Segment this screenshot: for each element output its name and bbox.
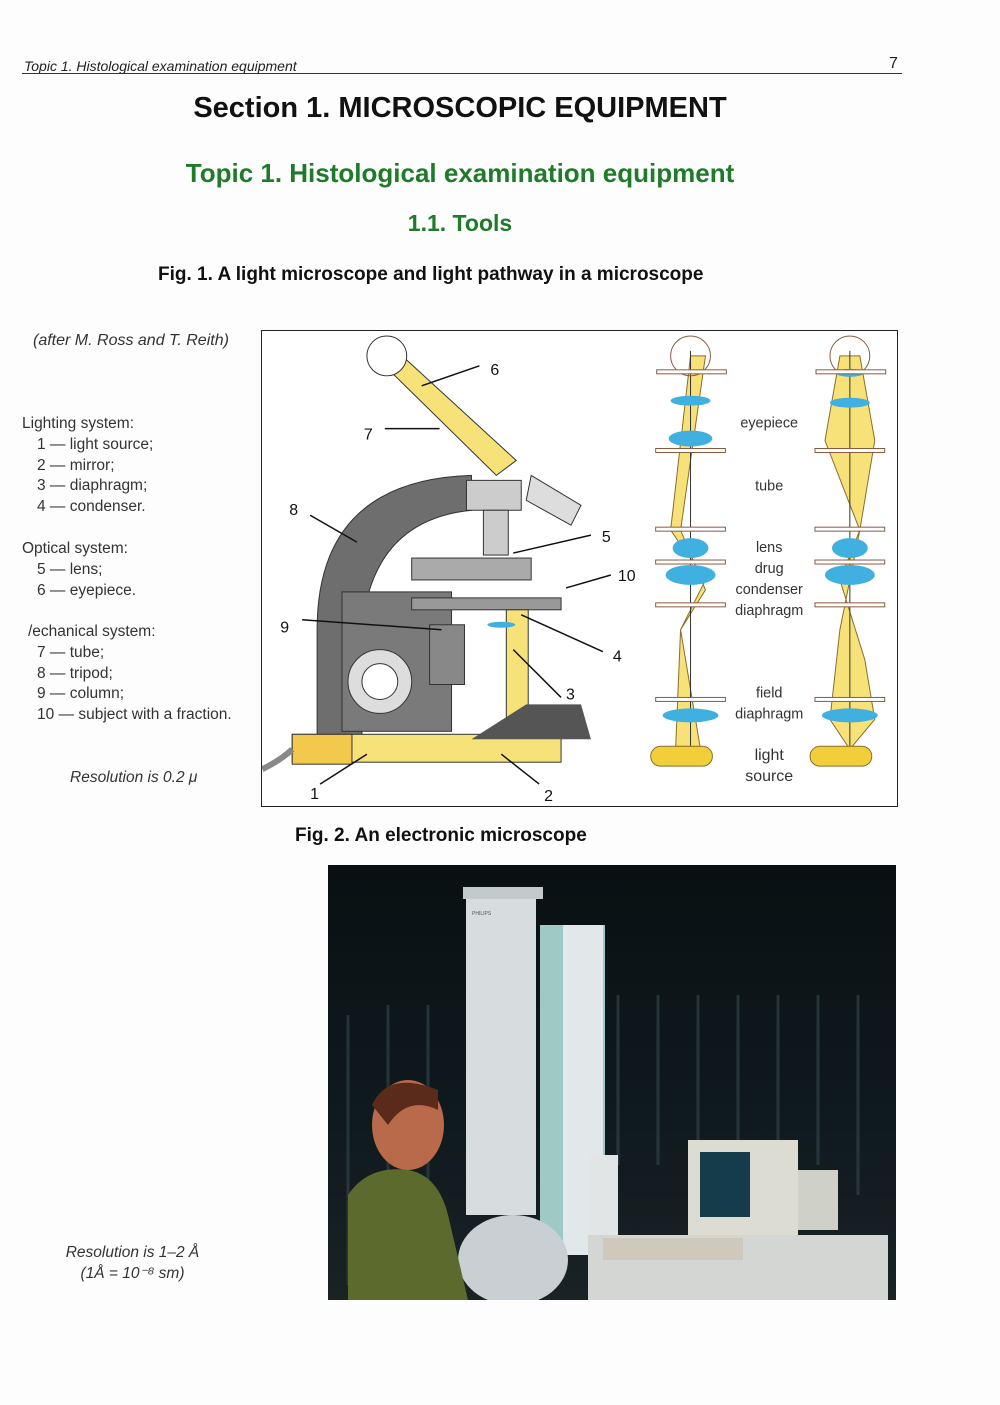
topic-title: Topic 1. Histological examination equipm… xyxy=(185,158,735,188)
label-light: light xyxy=(755,747,785,764)
legend-item: 9 — column; xyxy=(37,685,125,703)
legend-item: 7 — tube; xyxy=(37,643,105,661)
label-source: source xyxy=(745,768,793,785)
light-microscope-figure: 1 2 3 4 5 6 7 8 9 10 eyepi xyxy=(261,330,898,807)
callout-9: 9 xyxy=(280,620,289,637)
pathway-labels: eyepiece tube lens drug condenser diaphr… xyxy=(735,416,803,786)
callout-3: 3 xyxy=(566,686,575,703)
group-title: Lighting system: xyxy=(22,415,134,432)
label-lens: lens xyxy=(756,540,782,556)
group-title: Optical system: xyxy=(22,540,128,557)
callout-8: 8 xyxy=(289,502,298,519)
fig2-resolution: Resolution is 1–2 Å (1Å = 10⁻⁸ sm) xyxy=(0,1243,265,1285)
legend-item: 8 — tripod; xyxy=(37,664,113,682)
label-condenser: condenser xyxy=(736,582,804,598)
fig1-credit: (after M. Ross and T. Reith) xyxy=(33,332,229,349)
legend-item: 5 — lens; xyxy=(37,560,103,578)
header-rule xyxy=(22,73,902,74)
callout-numbers: 1 2 3 4 5 6 7 8 9 10 xyxy=(280,362,635,805)
microscope-drawing xyxy=(262,335,591,772)
callout-1: 1 xyxy=(310,786,319,803)
legend-mechanical: /echanical system: 7 — tube; 8 — tripod;… xyxy=(28,622,232,726)
label-diaphragm: diaphragm xyxy=(735,603,803,619)
section-title: Section 1. MICROSCOPIC EQUIPMENT xyxy=(193,92,727,124)
legend-optical: Optical system: 5 — lens; 6 — eyepiece. xyxy=(22,539,136,601)
label-field: field xyxy=(756,685,782,701)
legend-item: 3 — diaphragm; xyxy=(37,477,148,495)
fig1-resolution: Resolution is 0.2 μ xyxy=(70,769,198,786)
label-drug: drug xyxy=(755,561,784,577)
label-field-diaphragm: diaphragm xyxy=(735,706,803,722)
fig2-caption: Fig. 2. An electronic microscope xyxy=(295,825,587,846)
label-tube: tube xyxy=(755,478,783,494)
callout-10: 10 xyxy=(618,568,636,585)
legend-item: 10 — subject with a fraction. xyxy=(37,706,232,724)
callout-lines xyxy=(302,365,612,785)
callout-2: 2 xyxy=(544,788,553,805)
legend-lighting: Lighting system: 1 — light source; 2 — m… xyxy=(22,414,153,518)
philips-logo: PHILIPS xyxy=(472,911,492,917)
resolution-line: Resolution is 1–2 Å xyxy=(65,1244,200,1261)
resolution-unit: (1Å = 10⁻⁸ sm) xyxy=(80,1264,185,1282)
legend-item: 1 — light source; xyxy=(37,435,154,453)
legend-item: 6 — eyepiece. xyxy=(37,581,137,599)
light-pathway-left xyxy=(650,335,727,767)
legend-item: 4 — condenser. xyxy=(37,498,146,516)
page-number: 7 xyxy=(889,55,898,72)
photo-illustration: PHILIPS xyxy=(346,887,888,1305)
subsection-title: 1.1. Tools xyxy=(407,210,513,236)
group-title: /echanical system: xyxy=(28,623,156,640)
label-eyepiece: eyepiece xyxy=(740,416,798,432)
callout-5: 5 xyxy=(602,529,611,546)
callout-4: 4 xyxy=(613,649,622,666)
callout-6: 6 xyxy=(490,362,499,379)
fig1-caption: Fig. 1. A light microscope and light pat… xyxy=(158,264,704,285)
legend-item: 2 — mirror; xyxy=(37,456,115,474)
light-pathway-right xyxy=(809,335,887,767)
callout-7: 7 xyxy=(364,427,373,444)
running-header: Topic 1. Histological examination equipm… xyxy=(24,58,297,74)
electron-microscope-photo: PHILIPS xyxy=(328,865,896,1305)
